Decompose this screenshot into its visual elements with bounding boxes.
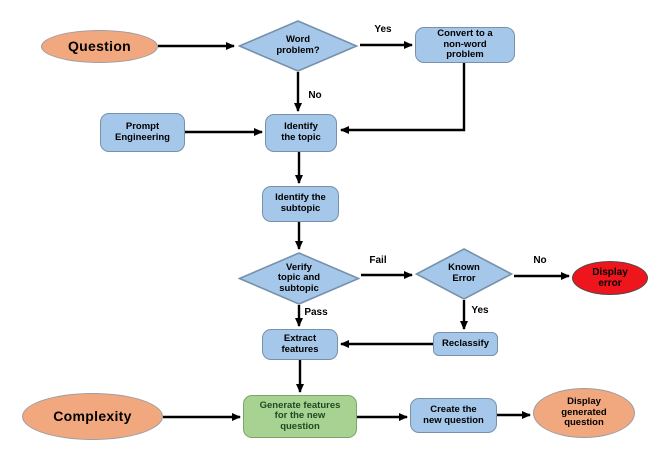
node-display-generated-label: Display generated question (561, 396, 607, 429)
node-prompt-engineering-label: Prompt Engineering (115, 120, 170, 143)
diamond-shape (238, 20, 358, 72)
node-reclassify-label: Reclassify (441, 337, 489, 349)
node-identify-subtopic-label: Identify the subtopic (275, 192, 326, 214)
node-extract-features-label: Extract features (281, 332, 319, 355)
node-display-error: Display error (572, 261, 648, 295)
node-identify-subtopic: Identify the subtopic (262, 186, 339, 222)
edge-label-word-no: No (308, 90, 322, 101)
edge-label-known-no: No (533, 255, 547, 266)
node-identify-topic-label: Identify the topic (281, 121, 321, 143)
node-display-generated: Display generated question (533, 388, 635, 438)
node-question-label: Question (67, 37, 132, 54)
diamond-shape (415, 248, 513, 300)
edge-label-verify-fail: Fail (369, 255, 387, 266)
node-create-question-label: Create the new question (423, 403, 484, 426)
node-word-problem: Word problem? (238, 20, 358, 72)
diamond-shape (238, 252, 360, 305)
node-convert-label: Convert to a non-word problem (437, 28, 493, 61)
node-create-question: Create the new question (410, 398, 497, 433)
node-complexity-label: Complexity (53, 407, 132, 424)
node-verify: Verify topic and subtopic (238, 252, 360, 305)
node-extract-features: Extract features (262, 329, 338, 360)
node-generate-features: Generate features for the new question (243, 395, 357, 438)
node-known-error-label: Known Error (448, 262, 480, 284)
node-display-error-label: Display error (592, 266, 628, 289)
edge-label-known-yes: Yes (471, 305, 489, 316)
node-question: Question (41, 30, 158, 63)
node-known-error: Known Error (415, 248, 513, 300)
connector-convert-identifytopic (340, 62, 466, 134)
node-generate-features-label: Generate features for the new question (259, 399, 341, 432)
edge-label-verify-pass: Pass (304, 307, 328, 318)
node-convert: Convert to a non-word problem (415, 27, 515, 63)
node-prompt-engineering: Prompt Engineering (100, 113, 185, 152)
node-verify-label: Verify topic and subtopic (277, 261, 321, 294)
node-complexity: Complexity (22, 393, 163, 440)
node-identify-topic: Identify the topic (265, 114, 337, 152)
node-reclassify: Reclassify (433, 332, 498, 356)
node-word-problem-label: Word problem? (276, 34, 320, 56)
edge-label-word-yes: Yes (374, 24, 392, 35)
